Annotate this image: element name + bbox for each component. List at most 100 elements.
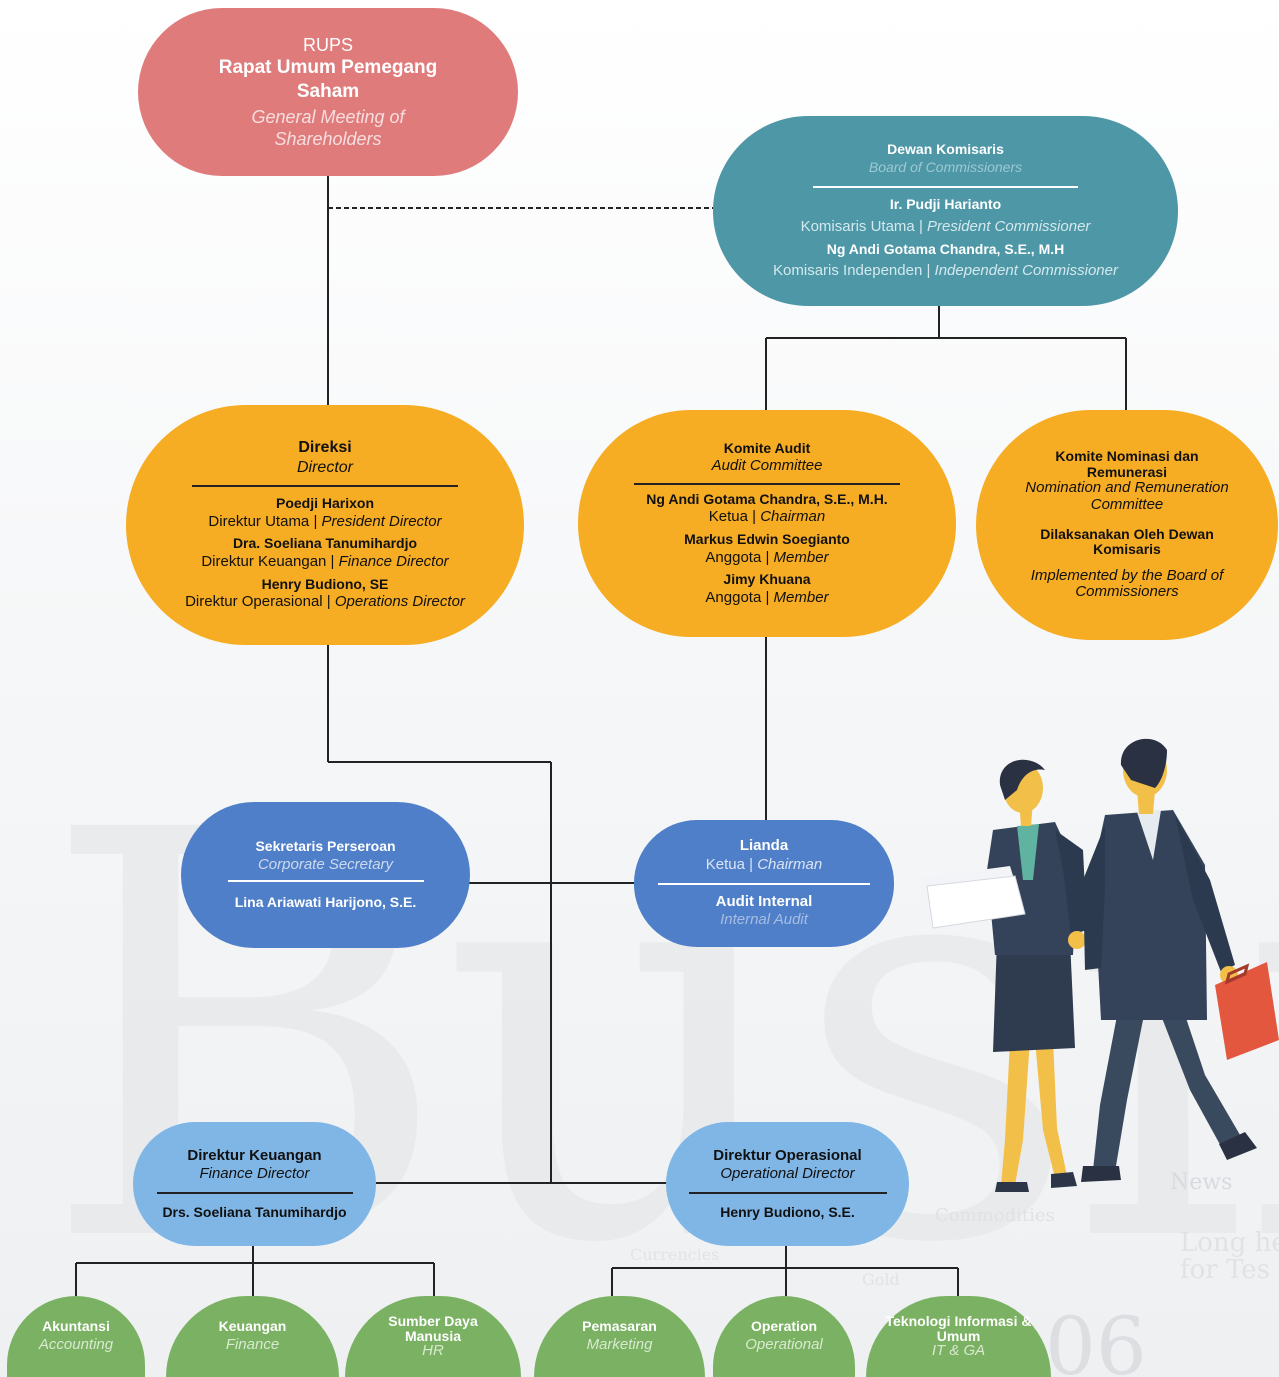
commissioner-role-1: Komisaris Utama | President Commissioner — [801, 218, 1091, 237]
audit-committee-role-1-id: Ketua — [708, 508, 748, 526]
dept-sdm-name: Sumber Daya Manusia — [388, 1312, 478, 1344]
direksi-name-1: Poedji Harixon — [275, 495, 375, 512]
audit-committee-divider — [634, 482, 900, 485]
direksi-role-3-en: Operations Director — [334, 593, 465, 611]
commissioner-name-1: Ir. Pudji Harianto — [889, 196, 1002, 213]
nomination-title-en: Nomination and Remuneration Committee — [1025, 479, 1229, 513]
ops-dir-name: Henry Budiono, S.E. — [720, 1204, 855, 1220]
direksi-role-3-id: Direktur Operasional — [185, 593, 323, 611]
secretary-divider — [227, 880, 424, 883]
separator: | — [326, 552, 339, 570]
businesswoman-figure — [920, 759, 1087, 1192]
business-people-illustration — [920, 738, 1279, 1192]
rups-abbr: RUPS — [302, 34, 353, 55]
direksi-role-1-id: Direktur Utama — [208, 512, 310, 530]
commissioners-title: Dewan Komisaris — [887, 141, 1004, 158]
rups-name-en: General Meeting of Shareholders — [251, 106, 405, 150]
dept-operation-name: Operation — [750, 1318, 818, 1335]
audit-committee-name-2: Markus Edwin Soegianto — [684, 531, 850, 547]
ops-dir-title-en: Operational Director — [720, 1165, 855, 1183]
operational-director-node: Direktur Operasional Operational Directo… — [666, 1122, 909, 1246]
internal-audit-name: Lianda — [739, 837, 789, 854]
internal-audit-role-id: Ketua — [705, 855, 745, 873]
direksi-title: Direksi — [298, 439, 352, 457]
dept-keuangan-en: Finance — [225, 1335, 280, 1353]
fin-dir-title-en: Finance Director — [199, 1165, 310, 1183]
nomination-impl-en: Implemented by the Board of Commissioner… — [1030, 566, 1224, 601]
dept-akuntansi-name: Akuntansi — [42, 1318, 110, 1335]
audit-committee-role-1-en: Chairman — [760, 508, 826, 526]
nomination-title: Komite Nominasi dan Remunerasi — [1055, 448, 1199, 480]
direksi-node: Direksi Director Poedji Harixon Direktur… — [126, 405, 524, 645]
finance-director-node: Direktur Keuangan Finance Director Drs. … — [133, 1122, 376, 1246]
dept-teknologi-name: Teknologi Informasi & Umum — [885, 1312, 1032, 1344]
commissioners-node: Dewan Komisaris Board of Commissioners I… — [713, 116, 1178, 306]
internal-audit-title-en: Internal Audit — [720, 911, 808, 929]
secretary-title: Sekretaris Perseroan — [255, 838, 396, 855]
fin-dir-title: Direktur Keuangan — [187, 1146, 322, 1164]
separator: | — [309, 512, 322, 530]
ops-dir-title: Direktur Operasional — [713, 1146, 862, 1164]
commissioner-role-1-id: Komisaris Utama — [800, 217, 915, 235]
direksi-role-1: Direktur Utama | President Director — [208, 513, 441, 532]
nomination-committee-node: Komite Nominasi dan Remunerasi Nominatio… — [976, 410, 1278, 640]
direksi-role-2: Direktur Keuangan | Finance Director — [201, 553, 448, 572]
fin-dir-name: Drs. Soeliana Tanumihardjo — [162, 1204, 347, 1220]
audit-committee-role-3-en: Member — [773, 588, 829, 606]
secretary-title-en: Corporate Secretary — [257, 855, 394, 873]
dept-sdm-en: HR — [422, 1342, 444, 1360]
audit-committee-role-2-id: Anggota — [705, 548, 762, 566]
rups-name: Rapat Umum Pemegang Saham — [218, 57, 438, 102]
audit-committee-role-3-id: Anggota — [705, 588, 762, 606]
direksi-role-1-en: President Director — [321, 512, 442, 530]
internal-audit-divider — [658, 882, 870, 885]
dept-operation-en: Operational — [745, 1335, 823, 1353]
ops-dir-divider — [688, 1192, 887, 1194]
fin-dir-divider — [156, 1192, 353, 1194]
separator: | — [922, 262, 935, 279]
corporate-secretary-node: Sekretaris Perseroan Corporate Secretary… — [181, 802, 470, 948]
direksi-divider — [192, 485, 458, 488]
dept-akuntansi-en: Accounting — [38, 1335, 114, 1353]
separator: | — [914, 217, 928, 235]
direksi-role-2-id: Direktur Keuangan — [201, 552, 327, 570]
commissioner-role-2: Komisaris Independen | Independent Commi… — [773, 262, 1118, 281]
commissioners-title-en: Board of Commissioners — [868, 158, 1023, 175]
commissioners-divider — [813, 186, 1078, 189]
commissioner-role-2-id: Komisaris Independen — [773, 262, 923, 279]
internal-audit-node: Lianda Ketua | Chairman Audit Internal I… — [634, 820, 894, 947]
separator: | — [761, 548, 774, 566]
audit-committee-role-2-en: Member — [773, 548, 829, 566]
rups-node: RUPS Rapat Umum Pemegang Saham General M… — [138, 8, 518, 176]
direksi-title-en: Director — [296, 459, 353, 477]
audit-committee-role-2: Anggota | Member — [705, 549, 828, 568]
internal-audit-role: Ketua | Chairman — [706, 856, 822, 875]
audit-committee-title-en: Audit Committee — [711, 457, 823, 474]
direksi-name-3: Henry Budiono, SE — [261, 575, 389, 592]
dept-pemasaran-name: Pemasaran — [582, 1318, 657, 1335]
audit-committee-name-3: Jimy Khuana — [723, 571, 811, 588]
dept-teknologi-en: IT & GA — [931, 1342, 986, 1360]
separator: | — [744, 855, 758, 873]
commissioner-role-2-en: Independent Commissioner — [934, 262, 1118, 279]
businessman-figure — [1081, 738, 1279, 1182]
separator: | — [322, 593, 335, 611]
dept-pemasaran-en: Marketing — [586, 1335, 653, 1353]
direksi-role-2-en: Finance Director — [338, 552, 449, 570]
dept-keuangan-name: Keuangan — [218, 1318, 287, 1335]
direksi-role-3: Direktur Operasional | Operations Direct… — [185, 593, 465, 612]
separator: | — [761, 588, 774, 606]
audit-committee-title: Komite Audit — [723, 439, 811, 456]
commissioner-role-1-en: President Commissioner — [927, 217, 1091, 235]
direksi-name-2: Dra. Soeliana Tanumihardjo — [232, 535, 418, 552]
internal-audit-title: Audit Internal — [715, 892, 813, 910]
separator: | — [747, 508, 761, 526]
audit-committee-name-1: Ng Andi Gotama Chandra, S.E., M.H. — [646, 490, 888, 507]
nomination-impl: Dilaksanakan Oleh Dewan Komisaris — [1040, 526, 1214, 558]
audit-committee-role-3: Anggota | Member — [705, 589, 828, 608]
internal-audit-role-en: Chairman — [757, 855, 823, 873]
audit-committee-node: Komite Audit Audit Committee Ng Andi Got… — [578, 410, 956, 637]
audit-committee-role-1: Ketua | Chairman — [709, 508, 825, 527]
